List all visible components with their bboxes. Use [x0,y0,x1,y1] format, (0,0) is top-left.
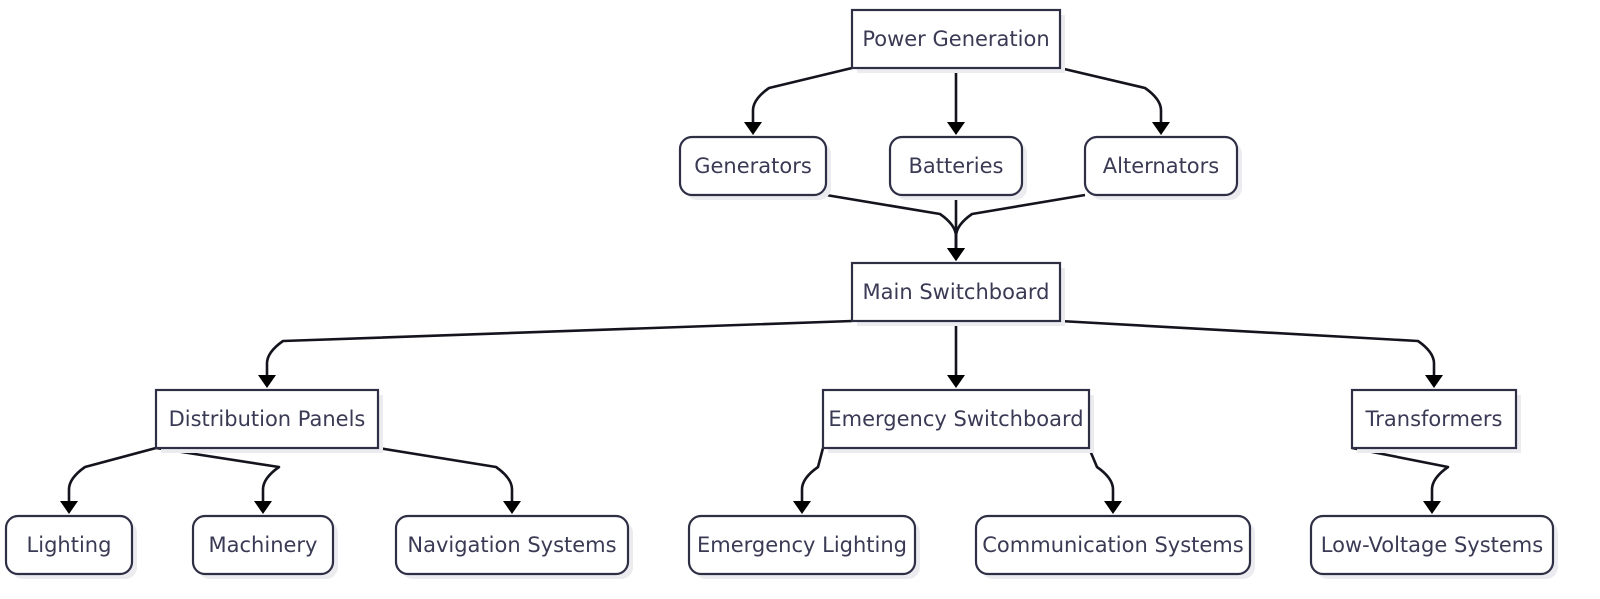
edge-arrowhead [947,122,965,135]
edge-line [377,446,514,501]
node-box [394,514,630,576]
edge-line [751,66,853,122]
edge-arrowhead [1425,375,1443,388]
node-box [4,514,134,576]
edge-line [155,446,281,501]
edge-alternators-to-main_switchboard [947,193,1086,261]
node-navigation_systems[interactable]: Navigation Systems [394,514,633,579]
node-box [191,514,335,576]
node-lighting[interactable]: Lighting [4,514,137,579]
node-box [850,261,1062,323]
node-box [1309,514,1555,576]
edge-emergency_switchboard-to-emergency_lighting [793,447,825,514]
node-box [1083,135,1239,197]
node-label: Lighting [27,533,112,557]
node-box [888,135,1024,197]
edge-main_switchboard-to-transformers [1059,319,1443,388]
edge-generators-to-main_switchboard [825,193,965,261]
edge-line [1087,447,1115,501]
node-label: Distribution Panels [169,407,366,431]
node-power_generation[interactable]: Power Generation [850,8,1065,73]
edge-transformers-to-low_voltage_systems [1351,446,1450,514]
node-box [154,388,380,450]
edge-arrowhead [1152,122,1170,135]
edge-arrowhead [258,375,276,388]
node-label: Emergency Lighting [697,533,907,557]
node-label: Power Generation [862,27,1049,51]
edge-line [954,193,1086,248]
edge-emergency_switchboard-to-communication_systems [1087,447,1122,514]
node-label: Communication Systems [982,533,1243,557]
edge-line [800,447,825,501]
node-batteries[interactable]: Batteries [888,135,1027,200]
edge-line [265,319,853,375]
edge-distribution_panels-to-machinery [155,446,281,514]
node-label: Emergency Switchboard [828,407,1083,431]
node-box [678,135,828,197]
node-label: Machinery [209,533,318,557]
node-box [821,388,1091,450]
edge-line [1351,446,1450,501]
node-label: Navigation Systems [407,533,616,557]
node-label: Transformers [1365,407,1503,431]
edge-layer [60,66,1450,514]
node-box [850,8,1062,70]
node-low_voltage_systems[interactable]: Low-Voltage Systems [1309,514,1558,579]
edge-line [67,446,157,501]
edge-line [1059,66,1163,122]
node-emergency_lighting[interactable]: Emergency Lighting [687,514,920,579]
node-transformers[interactable]: Transformers [1350,388,1521,453]
edge-power_generation-to-generators [744,66,853,135]
edge-main_switchboard-to-emergency_switchboard [947,321,965,388]
node-box [974,514,1252,576]
node-communication_systems[interactable]: Communication Systems [974,514,1255,579]
node-label: Low-Voltage Systems [1321,533,1543,557]
edge-line [825,193,958,248]
edge-arrowhead [1104,501,1122,514]
node-box [687,514,917,576]
edge-arrowhead [60,501,78,514]
node-label: Main Switchboard [863,280,1050,304]
node-alternators[interactable]: Alternators [1083,135,1242,200]
edge-arrowhead [744,122,762,135]
node-emergency_switchboard[interactable]: Emergency Switchboard [821,388,1094,453]
node-machinery[interactable]: Machinery [191,514,338,579]
node-main_switchboard[interactable]: Main Switchboard [850,261,1065,326]
node-generators[interactable]: Generators [678,135,831,200]
edge-line [1059,319,1436,375]
edge-distribution_panels-to-lighting [60,446,157,514]
edge-arrowhead [947,248,965,261]
edge-arrowhead [793,501,811,514]
edge-arrowhead [1423,501,1441,514]
edge-arrowhead [503,501,521,514]
node-distribution_panels[interactable]: Distribution Panels [154,388,383,453]
edge-distribution_panels-to-navigation_systems [377,446,521,514]
edge-arrowhead [254,501,272,514]
edge-main_switchboard-to-distribution_panels [258,319,853,388]
node-label: Batteries [909,154,1004,178]
edge-power_generation-to-batteries [947,68,965,135]
edge-arrowhead [947,375,965,388]
node-label: Alternators [1103,154,1219,178]
node-label: Generators [694,154,812,178]
node-box [1350,388,1518,450]
edge-power_generation-to-alternators [1059,66,1170,135]
